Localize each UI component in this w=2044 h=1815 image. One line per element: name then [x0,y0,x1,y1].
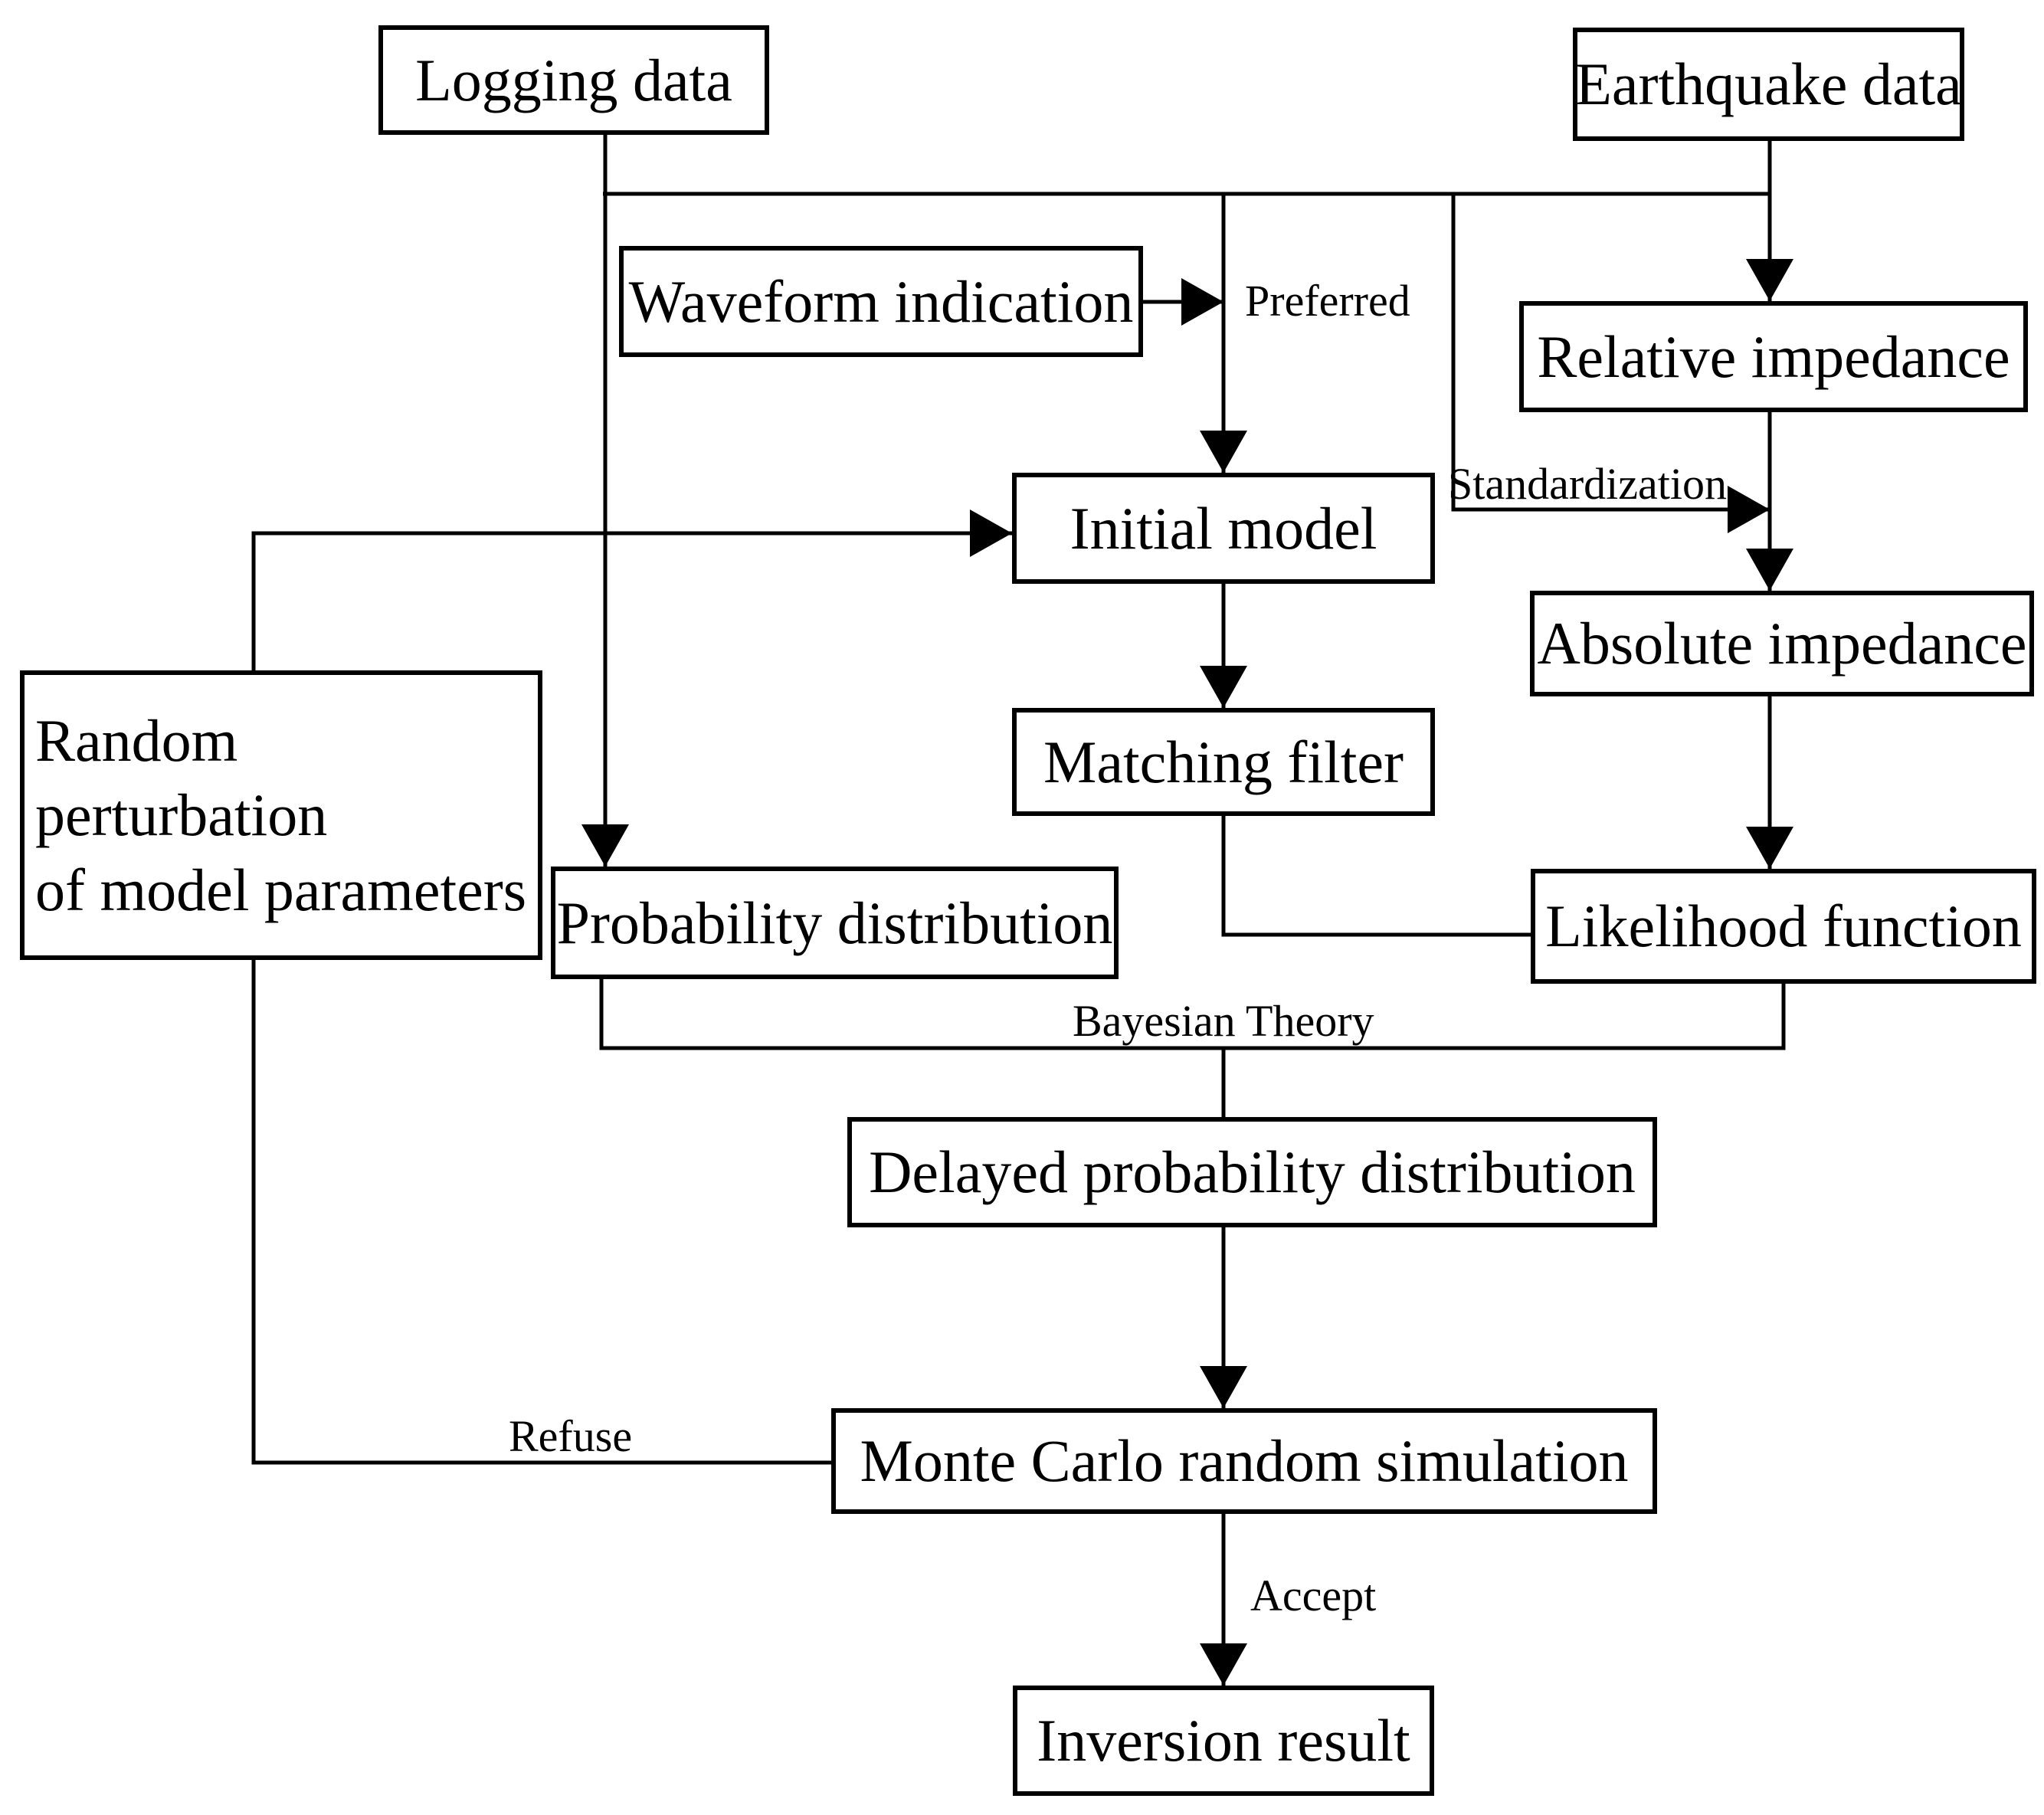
node-earthquake-data: Earthquake data [1573,28,1964,141]
arrow-standardization [1451,194,1770,533]
line-refuse-loop [251,958,831,1465]
node-likelihood-function: Likelihood function [1531,869,2036,984]
edge-label-standardization: Standardization [1448,459,1728,509]
node-absolute-impedance-label: Absolute impedance [1537,610,2027,677]
node-likelihood-function-label: Likelihood function [1545,893,2022,960]
node-delayed-probability-distribution-label: Delayed probability distribution [869,1138,1636,1206]
line-bayesian-junction [599,979,1786,1050]
node-initial-model: Initial model [1012,473,1435,584]
node-probability-distribution-label: Probability distribution [556,889,1113,956]
node-delayed-probability-distribution: Delayed probability distribution [847,1117,1657,1227]
node-relative-impedance: Relative impedance [1519,301,2028,412]
node-inversion-result-label: Inversion result [1037,1707,1410,1774]
node-waveform-indication: Waveform indication [619,246,1143,357]
node-waveform-indication-label: Waveform indication [628,267,1134,335]
node-probability-distribution: Probability distribution [551,867,1119,979]
node-absolute-impedance: Absolute impedance [1530,591,2034,696]
line-matching-to-likelihood [1221,816,1531,937]
arrow-random-to-initial [251,509,1012,670]
node-random-perturbation: Random perturbation of model parameters [20,670,542,960]
node-earthquake-data-label: Earthquake data [1575,51,1962,118]
node-matching-filter: Matching filter [1012,708,1435,816]
edge-label-refuse: Refuse [509,1411,633,1461]
node-random-perturbation-label: Random perturbation of model parameters [35,706,527,923]
node-monte-carlo-random-simulation: Monte Carlo random simulation [831,1408,1657,1514]
node-initial-model-label: Initial model [1069,494,1377,562]
edge-label-bayesian-theory: Bayesian Theory [1073,996,1374,1046]
node-logging-data-label: Logging data [415,46,732,113]
connector-group [251,135,1793,1686]
node-logging-data: Logging data [378,25,769,135]
edge-label-accept: Accept [1250,1571,1377,1620]
node-relative-impedance-label: Relative impedance [1537,323,2010,390]
edge-label-preferred: Preferred [1245,276,1410,326]
node-inversion-result: Inversion result [1013,1686,1434,1796]
node-matching-filter-label: Matching filter [1043,728,1404,795]
node-monte-carlo-random-simulation-label: Monte Carlo random simulation [860,1427,1629,1495]
